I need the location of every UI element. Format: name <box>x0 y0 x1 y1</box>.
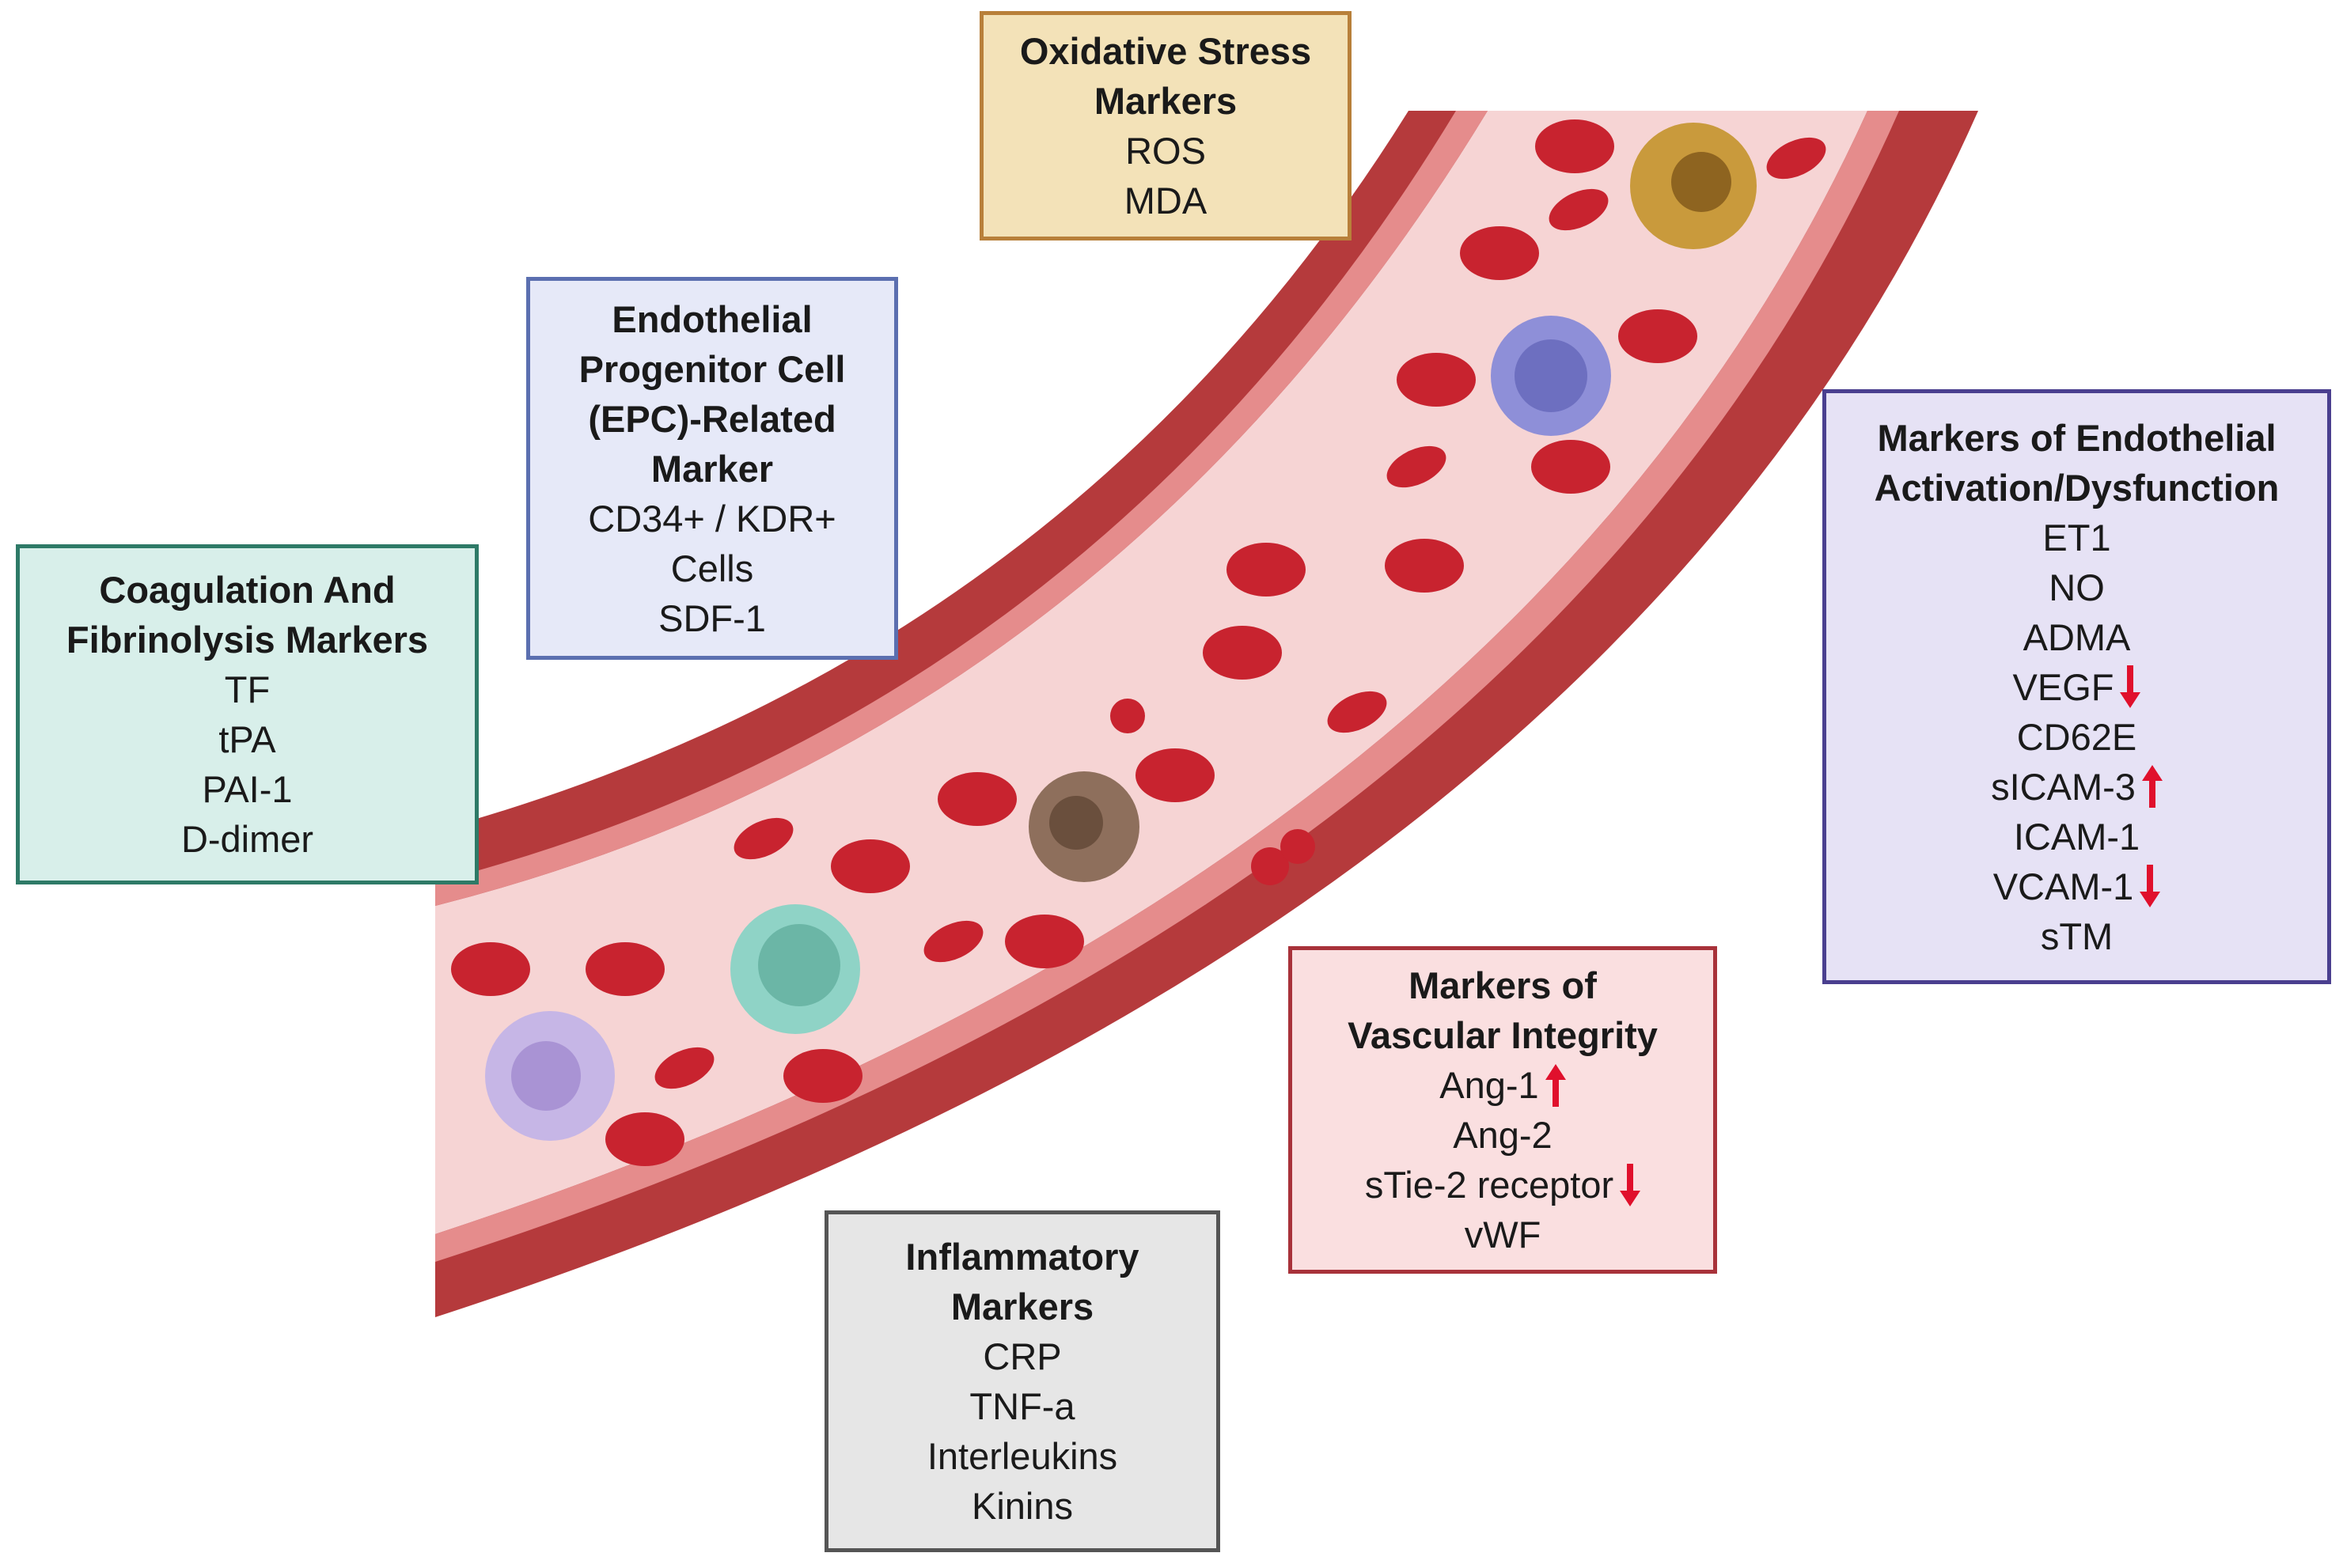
marker-item: VEGF <box>2013 662 2141 712</box>
box-title-line: Oxidative Stress <box>1019 30 1312 72</box>
inflammatory-markers-box: Inflammatory Markers CRP TNF-a Interleuk… <box>825 1210 1220 1552</box>
marker-item: tPA <box>218 718 276 760</box>
marker-item: PAI-1 <box>202 768 293 810</box>
box-title-line: Markers of <box>1408 964 1597 1006</box>
box-title-line: Coagulation And <box>99 569 396 611</box>
marker-item: Interleukins <box>927 1435 1118 1477</box>
marker-item: vWF <box>1464 1214 1541 1256</box>
marker-item: CD62E <box>2016 715 2137 758</box>
red-blood-cells <box>451 119 1826 1166</box>
box-title-line: Fibrinolysis Markers <box>66 619 429 661</box>
marker-item: SDF-1 <box>658 597 766 639</box>
box-title-line: Markers of Endothelial <box>1877 416 2277 459</box>
marker-item: CRP <box>983 1335 1062 1377</box>
marker-item: VCAM-1 <box>1993 862 2161 911</box>
neutrophil-nucleus <box>511 1041 581 1111</box>
macrophage-nucleus <box>1515 339 1587 412</box>
box-title-line: Markers <box>1094 80 1238 122</box>
marker-item: sTM <box>2040 915 2114 957</box>
mast-cell-nucleus <box>1671 152 1731 212</box>
box-title-line: Progenitor Cell <box>578 347 846 390</box>
marker-item: CD34+ / KDR+ <box>588 497 836 540</box>
arrow-up-icon <box>1545 1063 1566 1107</box>
marker-item: TNF-a <box>969 1385 1075 1427</box>
box-title-line: Marker <box>650 447 774 490</box>
marker-item: Ang-2 <box>1453 1114 1553 1156</box>
epc-marker-box: Endothelial Progenitor Cell (EPC)-Relate… <box>526 277 898 660</box>
vascular-integrity-box: Markers of Vascular Integrity Ang-1 Ang-… <box>1288 946 1717 1274</box>
arrow-down-icon <box>2120 665 2141 708</box>
monocyte-nucleus <box>1049 796 1103 850</box>
box-title-line: (EPC)-Related <box>588 397 836 440</box>
oxidative-stress-box: Oxidative Stress Markers ROS MDA <box>980 11 1352 241</box>
marker-item: NO <box>2049 566 2105 608</box>
marker-item: ADMA <box>2023 615 2131 658</box>
arrow-up-icon <box>2141 765 2163 808</box>
marker-item: TF <box>224 668 271 710</box>
box-title-line: Activation/Dysfunction <box>1874 466 2280 509</box>
arrow-down-icon <box>1620 1163 1641 1206</box>
lymphocyte-nucleus <box>758 924 840 1006</box>
arrow-down-icon <box>2140 865 2161 907</box>
marker-item: ET1 <box>2042 516 2111 559</box>
marker-item: D-dimer <box>180 818 314 860</box>
box-title-line: Vascular Integrity <box>1348 1014 1658 1056</box>
marker-item: Ang-1 <box>1439 1060 1566 1110</box>
coagulation-markers-box: Coagulation And Fibrinolysis Markers TF … <box>16 544 479 884</box>
marker-item: sICAM-3 <box>1991 762 2163 812</box>
marker-item: Kinins <box>971 1485 1073 1527</box>
marker-item: Cells <box>670 547 754 589</box>
box-title-line: Endothelial <box>612 297 813 340</box>
marker-item: ROS <box>1125 130 1206 172</box>
box-title-line: Inflammatory <box>905 1236 1139 1278</box>
platelets <box>1110 699 1315 885</box>
marker-item: MDA <box>1124 180 1208 222</box>
endothelial-activation-box: Markers of Endothelial Activation/Dysfun… <box>1822 389 2331 984</box>
box-title-line: Markers <box>950 1286 1094 1327</box>
marker-item: ICAM-1 <box>2013 815 2140 858</box>
marker-item: sTie-2 receptor <box>1365 1160 1641 1210</box>
